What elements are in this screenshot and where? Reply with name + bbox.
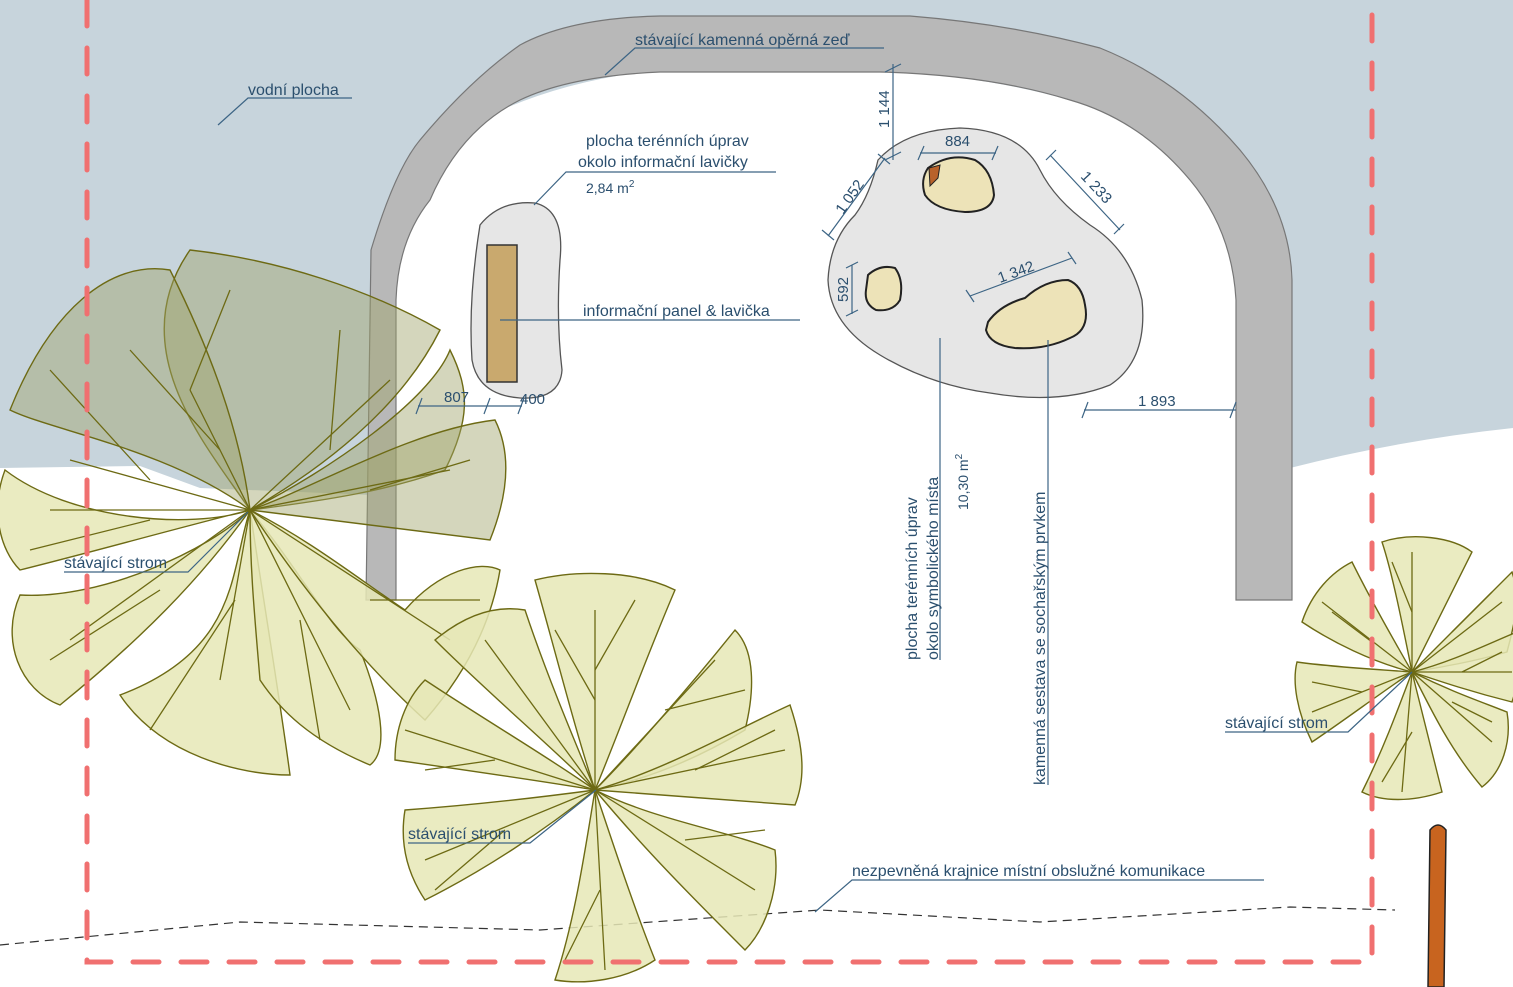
- dim-807: 807: [444, 389, 469, 406]
- dimension-lines: [415, 63, 1237, 419]
- stone-2: [864, 265, 903, 312]
- dim-1144: 1 144: [876, 90, 893, 128]
- label-stone-assembly: kamenná sestava se sochařským prvkem: [1032, 492, 1049, 785]
- site-boundary: [84, 0, 1375, 965]
- dim-1893: 1 893: [1138, 393, 1176, 410]
- label-symbolic-area-line2: okolo symbolického místa: [925, 477, 942, 660]
- stone-3: [984, 278, 1087, 350]
- label-tree-3: stávající strom: [1225, 715, 1328, 732]
- retaining-wall: [365, 15, 1293, 601]
- stone-1: [922, 156, 996, 214]
- label-road-edge: nezpevněná krajnice místní obslužné komu…: [852, 863, 1205, 880]
- dim-400: 400: [520, 391, 545, 408]
- dim-592: 592: [835, 277, 852, 302]
- label-symbolic-area-size: 10,30 m2: [954, 453, 971, 510]
- label-bench-area-line2: okolo informační lavičky: [578, 154, 748, 171]
- tree-canopy-3: [1294, 536, 1513, 801]
- label-tree-2: stávající strom: [408, 826, 511, 843]
- tree-canopy-2: [394, 572, 803, 983]
- label-bench-area-size: 2,84 m2: [586, 179, 635, 196]
- road-pole: [1427, 824, 1447, 987]
- label-retaining-wall: stávající kamenná opěrná zeď: [635, 32, 850, 49]
- road-edge-line: [0, 906, 1396, 946]
- label-symbolic-area-line1: plocha terénních úprav: [904, 497, 921, 660]
- tree-canopy-1: [0, 249, 507, 776]
- label-tree-1: stávající strom: [64, 555, 167, 572]
- stone-accent: [928, 164, 941, 188]
- label-bench-area-line1: plocha terénních úprav: [586, 133, 749, 150]
- label-info-panel: informační panel & lavička: [583, 303, 770, 320]
- dim-884: 884: [945, 133, 970, 150]
- label-water-area: vodní plocha: [248, 82, 339, 99]
- info-panel-bench: [486, 244, 518, 383]
